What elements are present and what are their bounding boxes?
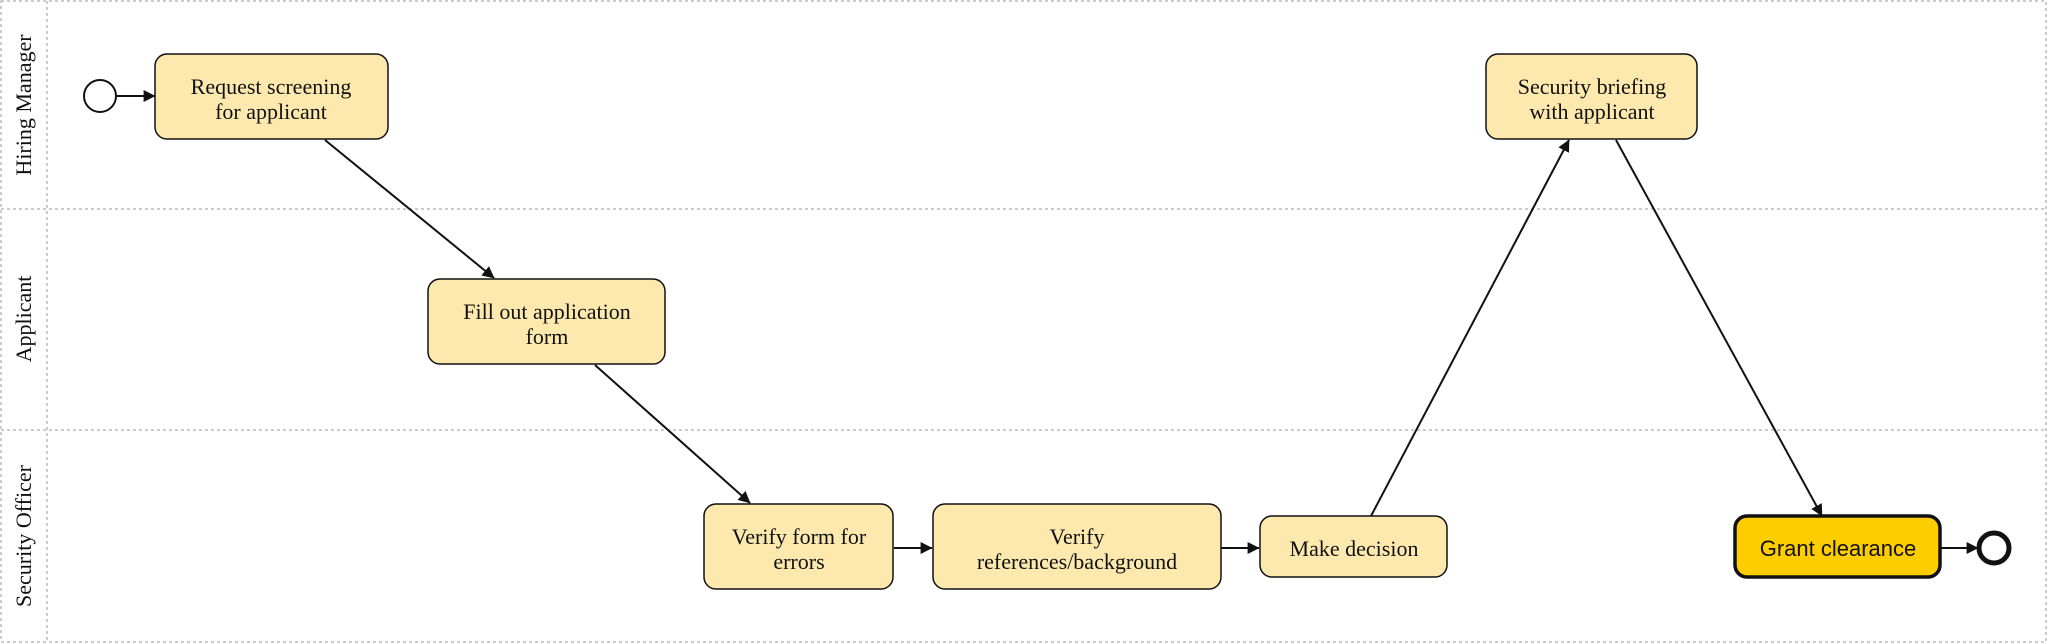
lane-hiring-manager: Hiring Manager: [11, 34, 36, 176]
lane-label-security-officer: Security Officer: [11, 464, 36, 607]
task-grant-clearance[interactable]: Grant clearance: [1733, 514, 1942, 579]
task-label-line: references/background: [977, 549, 1177, 574]
tasks: Request screening for applicant Fill out…: [154, 53, 1942, 590]
flows: [116, 90, 1979, 554]
task-box[interactable]: [154, 53, 389, 140]
task-fill-out-form[interactable]: Fill out application form: [427, 278, 666, 365]
start-event[interactable]: [83, 79, 117, 113]
task-verify-form[interactable]: Verify form for errors: [703, 503, 894, 590]
flow-decision-to-briefing: [1370, 139, 1570, 517]
task-label-line: form: [526, 324, 569, 349]
task-label-line: Verify: [1050, 524, 1105, 549]
task-verify-references[interactable]: Verify references/background: [932, 503, 1222, 590]
lane-security-officer: Security Officer: [11, 464, 36, 607]
task-label-line: Grant clearance: [1760, 536, 1917, 561]
task-label-line: with applicant: [1529, 99, 1654, 124]
flow-request-to-fill: [324, 139, 495, 279]
flow-briefing-to-grant: [1615, 139, 1823, 517]
task-label-line: Request screening: [191, 74, 352, 99]
lane-label-applicant: Applicant: [11, 276, 36, 363]
lane-applicant: Applicant: [11, 276, 36, 363]
flow-fill-to-verify-form: [594, 364, 751, 504]
task-box[interactable]: [1259, 515, 1448, 578]
task-security-briefing[interactable]: Security briefing with applicant: [1485, 53, 1698, 140]
task-box[interactable]: [427, 278, 666, 365]
task-label-line: Make decision: [1290, 536, 1419, 561]
task-box[interactable]: [1485, 53, 1698, 140]
task-label-line: Fill out application: [463, 299, 630, 324]
task-box[interactable]: [703, 503, 894, 590]
task-label-line: for applicant: [215, 99, 327, 124]
task-request-screening[interactable]: Request screening for applicant: [154, 53, 389, 140]
task-make-decision[interactable]: Make decision: [1259, 515, 1448, 578]
task-label-line: errors: [773, 549, 824, 574]
lane-label-hiring-manager: Hiring Manager: [11, 34, 36, 176]
end-event[interactable]: [1976, 530, 2012, 566]
task-box-highlighted[interactable]: [1733, 514, 1942, 579]
task-box[interactable]: [932, 503, 1222, 590]
task-label-line: Verify form for: [732, 524, 867, 549]
task-label-line: Security briefing: [1518, 74, 1666, 99]
